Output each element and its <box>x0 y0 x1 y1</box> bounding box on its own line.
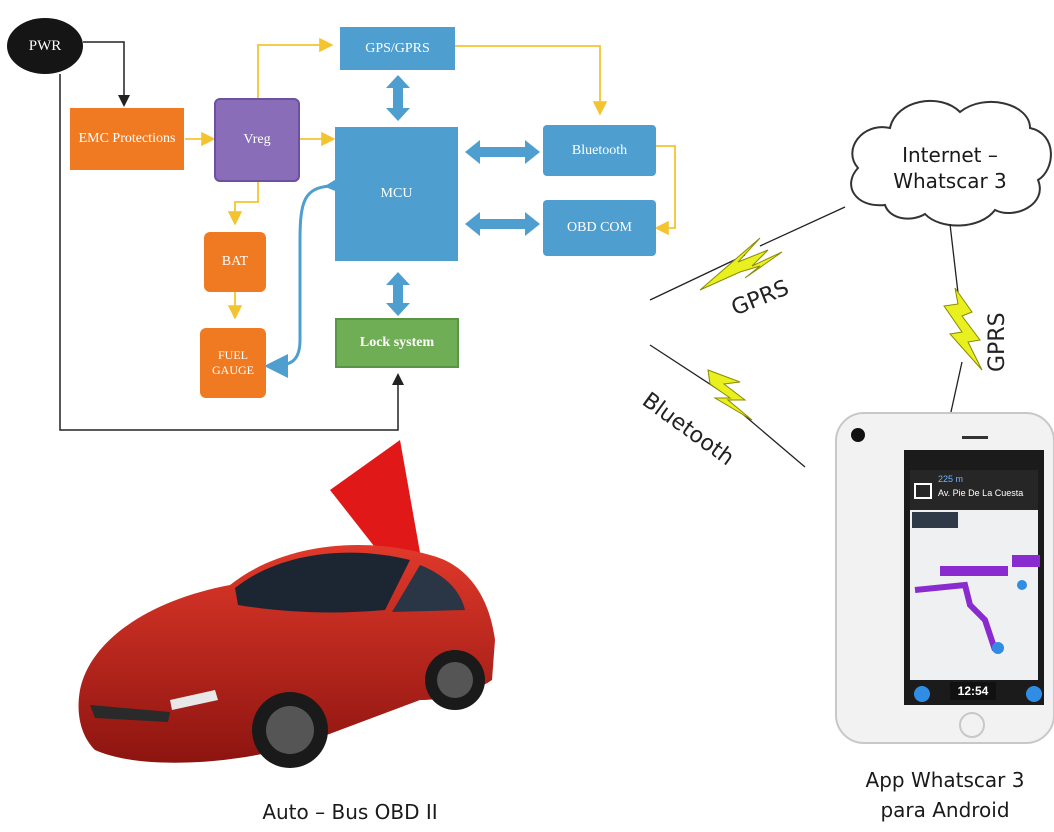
phone-time-text: 12:54 <box>957 684 989 698</box>
pwr-node: PWR <box>7 18 83 74</box>
bluetooth-label: Bluetooth <box>571 142 628 158</box>
fuel-label: FUEL GAUGE <box>212 348 254 377</box>
emc-label: EMC Protections <box>78 131 176 146</box>
gprs-phone-label: GPRS <box>985 312 1010 372</box>
cloud-label-text: Internet – Whatscar 3 <box>893 143 1007 193</box>
bluetooth-block: Bluetooth <box>543 125 656 176</box>
gprs-phone-text: GPRS <box>985 312 1010 372</box>
phone-street-text: Av. Pie De La Cuesta <box>938 488 1024 498</box>
phone-distance: 225 m <box>938 474 963 484</box>
mcu-fuel-arrow <box>264 172 349 378</box>
bat-label: BAT <box>221 254 249 269</box>
phone-distance-text: 225 m <box>938 474 964 484</box>
gprs-bolt-phone <box>943 287 983 371</box>
emc-protections-block: EMC Protections <box>70 108 184 170</box>
mcu-lock-arrow <box>386 272 410 316</box>
mcu-obd-arrow <box>465 212 540 236</box>
cloud-shape <box>850 99 1052 227</box>
bluetooth-bolt <box>707 369 753 421</box>
vreg-block: Vreg <box>214 98 300 182</box>
power-lines <box>59 41 404 431</box>
car-caption: Auto – Bus OBD II <box>200 800 500 824</box>
data-arrows <box>264 75 540 378</box>
pwr-label: PWR <box>28 37 62 54</box>
cloud-label: Internet – Whatscar 3 <box>880 142 1020 194</box>
mcu-bluetooth-arrow <box>465 140 540 164</box>
vreg-label: Vreg <box>243 132 271 147</box>
obd-com-block: OBD COM <box>543 200 656 256</box>
phone-street: Av. Pie De La Cuesta <box>938 488 1023 498</box>
gps-label: GPS/GPRS <box>365 40 430 56</box>
mcu-label: MCU <box>380 186 413 201</box>
supply-lines <box>185 37 676 320</box>
bat-block: BAT <box>204 232 266 292</box>
car-caption-text: Auto – Bus OBD II <box>262 800 438 824</box>
gprs-bolt-car <box>699 237 783 291</box>
car-illustration <box>78 545 495 768</box>
phone-caption: App Whatscar 3 para Android <box>845 765 1045 825</box>
lock-label: Lock system <box>359 335 435 350</box>
obd-label: OBD COM <box>567 220 632 235</box>
gps-gprs-block: GPS/GPRS <box>340 27 455 70</box>
mcu-block: MCU <box>335 127 458 261</box>
phone-illustration <box>835 412 1054 744</box>
phone-time: 12:54 <box>950 682 996 700</box>
gps-mcu-arrow <box>386 75 410 121</box>
lock-system-block: Lock system <box>335 318 459 368</box>
fuel-gauge-block: FUEL GAUGE <box>200 328 266 398</box>
phone-caption-text: App Whatscar 3 para Android <box>865 768 1025 822</box>
